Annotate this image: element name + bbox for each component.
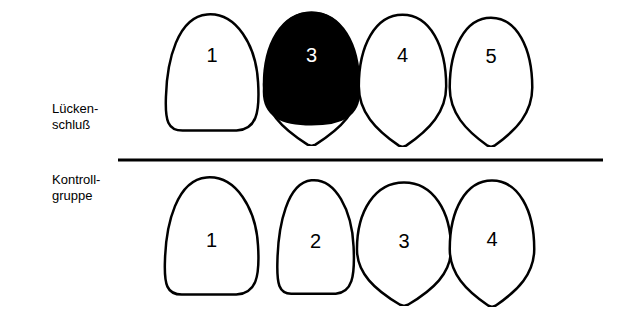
tooth-number: 3 (262, 44, 361, 66)
tooth-shape (357, 12, 448, 147)
tooth-outline: 4 (448, 178, 536, 307)
tooth-outline: 4 (357, 12, 448, 147)
tooth-number: 1 (163, 44, 261, 66)
tooth-outline: 2 (275, 178, 356, 296)
separator-line (118, 159, 603, 162)
tooth-number: 4 (357, 44, 448, 66)
tooth-outline (166, 14, 259, 130)
tooth-outline (359, 15, 446, 147)
tooth-number: 4 (448, 228, 536, 250)
tooth-outline: 3 (355, 180, 453, 306)
tooth-outline: 1 (162, 175, 261, 297)
tooth-shape (448, 15, 534, 147)
tooth-outline: 5 (448, 15, 534, 147)
group-label: Kontroll- gruppe (52, 172, 114, 204)
tooth-outline: 3 (262, 10, 361, 146)
group-label: Lücken- schluß (52, 101, 114, 133)
tooth-number: 5 (448, 45, 534, 67)
tooth-number: 1 (162, 229, 261, 251)
tooth-number: 3 (355, 230, 453, 252)
tooth-outline (264, 13, 359, 146)
tooth-number: 2 (275, 230, 356, 252)
tooth-outline: 1 (163, 12, 261, 133)
tooth-shape (262, 10, 361, 146)
tooth-outline (264, 13, 359, 125)
tooth-outline (450, 18, 533, 147)
tooth-shape (163, 12, 261, 133)
